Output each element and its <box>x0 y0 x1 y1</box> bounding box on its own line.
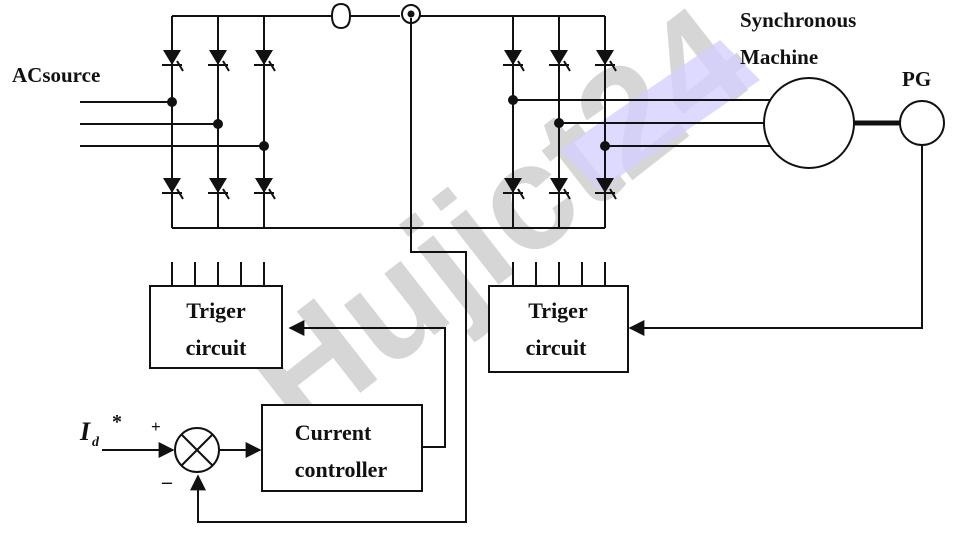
watermark: Hujict24 <box>216 0 779 465</box>
machine-label: Machine <box>740 45 818 69</box>
controller-label: controller <box>295 457 388 482</box>
watermark-accent <box>560 40 760 190</box>
reference-star: * <box>112 411 122 433</box>
trigger-right-line1: Triger <box>528 298 588 323</box>
plus-sign: + <box>151 417 161 436</box>
controller-output-line <box>288 320 446 448</box>
minus-sign: – <box>161 471 173 493</box>
current-feedback-line <box>190 18 467 523</box>
synchronous-machine <box>628 77 945 336</box>
trigger-circuit-left <box>149 285 283 369</box>
trigger-circuit-right <box>488 285 629 373</box>
summing-junction <box>174 427 220 473</box>
reference-subscript: d <box>92 435 100 450</box>
trigger-left-line2: circuit <box>186 335 247 360</box>
current-label: Current <box>295 420 372 445</box>
trigger-left-line1: Triger <box>186 298 246 323</box>
position-feedback-line <box>628 145 923 336</box>
pg-label: PG <box>902 67 931 91</box>
pulse-generator <box>899 100 945 146</box>
current-controller-block <box>261 404 423 492</box>
dc-inductor <box>330 2 352 30</box>
reference-symbol: I <box>79 417 91 446</box>
rectifier-bridge <box>80 16 276 286</box>
synchronous-label: Synchronous <box>740 8 856 32</box>
trigger-right-line2: circuit <box>526 335 587 360</box>
dc-link <box>172 2 605 523</box>
ac-source-label: ACsource <box>12 63 100 87</box>
inverter-bridge <box>502 16 780 286</box>
